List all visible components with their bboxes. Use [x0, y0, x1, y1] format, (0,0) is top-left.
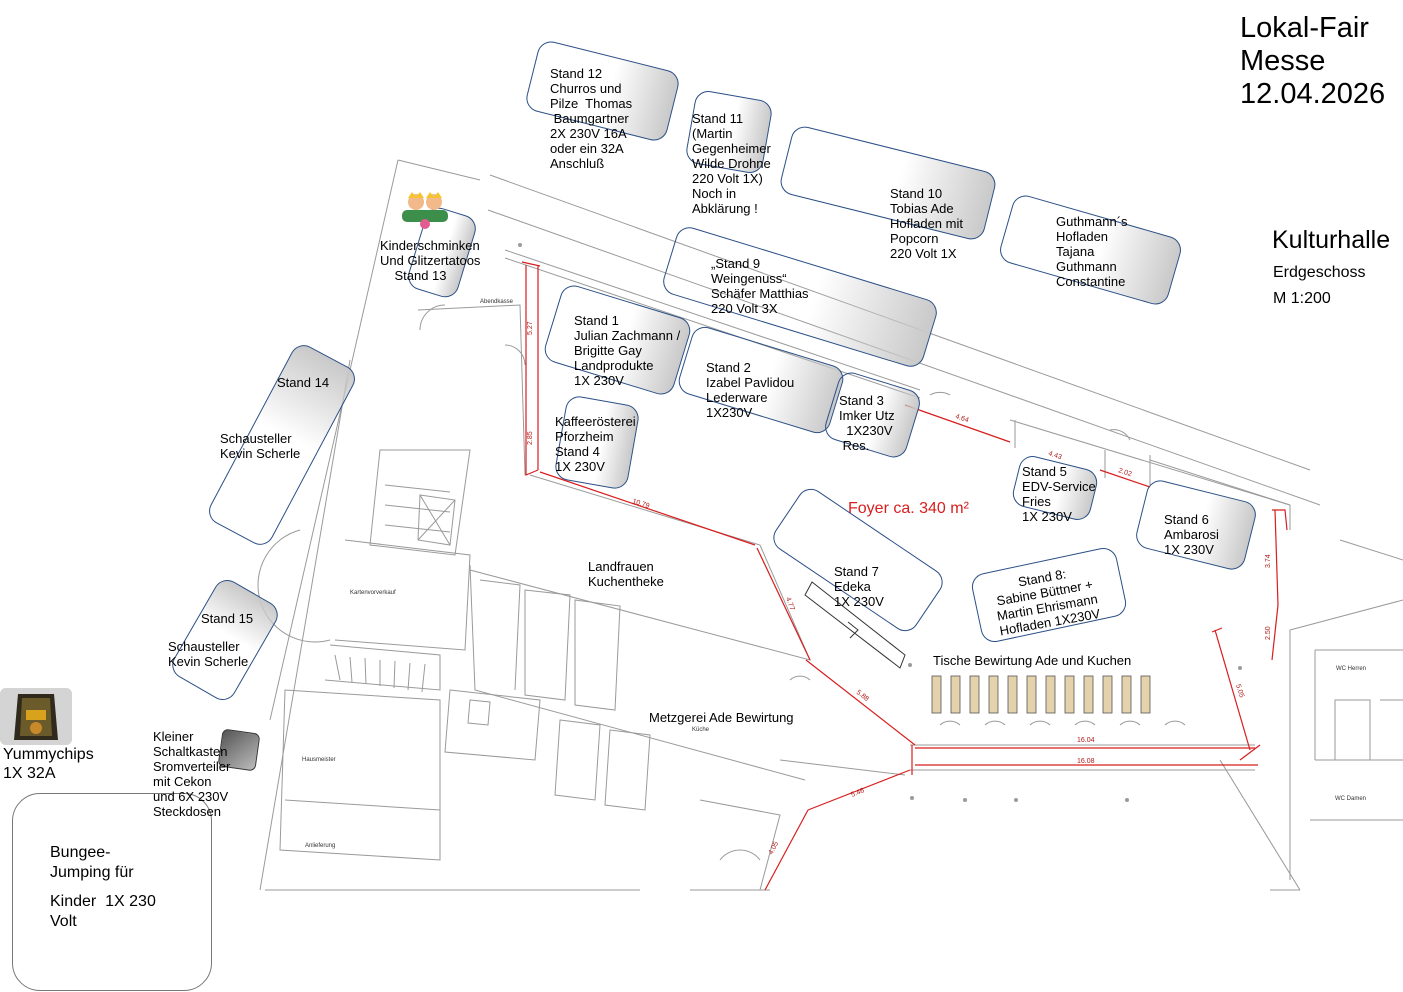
dimension-label: 5.05	[1234, 683, 1245, 698]
event-title: Lokal-Fair Messe 12.04.2026	[1240, 12, 1385, 111]
dimension-label: 2.50	[1265, 626, 1272, 640]
stand-15-label: Schausteller Kevin Scherle	[168, 639, 249, 669]
dimension-label: 3.74	[1265, 554, 1272, 568]
stand-2-label: Stand 2 Izabel Pavlidou Lederware 1X230V	[706, 360, 795, 420]
dimension-label: 2.02	[1117, 467, 1132, 478]
stand-14-label: Schausteller Kevin Scherle	[220, 431, 301, 461]
dimension-label: 10.79	[631, 498, 650, 510]
table-row-graphic	[931, 675, 1151, 714]
metzgerei-label: Metzgerei Ade Bewirtung	[649, 710, 794, 725]
yummychips-logo-graphic	[0, 688, 72, 745]
hall-name: Kulturhalle	[1272, 226, 1391, 254]
kartenvorverkauf-label: Kartenvorverkauf	[350, 590, 396, 596]
dimension-label: 4.64	[954, 413, 969, 424]
konfetti-logo	[400, 190, 450, 230]
landfrauen-label: Landfrauen Kuchentheke	[588, 559, 664, 589]
dimension-label: 5.88	[855, 689, 870, 703]
stand-12-label: Stand 12 Churros und Pilze Thomas Baumga…	[550, 66, 633, 171]
stand-15-title: Stand 15	[201, 611, 254, 626]
dimension-label: 4.43	[1047, 450, 1062, 461]
yummychips-logo	[0, 688, 72, 745]
stand-10-label: Stand 10 Tobias Ade Hofladen mit Popcorn…	[890, 186, 963, 261]
bungee-label-top: Bungee- Jumping für	[50, 844, 134, 881]
anlieferung-label: Anlieferung	[305, 843, 336, 849]
foyer-area-label: Foyer ca. 340 m²	[848, 500, 969, 517]
dimension-label: 5.27	[527, 321, 534, 335]
plan-walls	[257, 159, 1403, 891]
stand-1-label: Stand 1 Julian Zachmann / Brigitte Gay L…	[574, 313, 681, 388]
tische-label: Tische Bewirtung Ade und Kuchen	[933, 653, 1132, 668]
bungee-label-bottom: Kinder 1X 230 Volt	[50, 893, 156, 930]
dimension-lines	[521, 261, 1288, 891]
bungee-jumping-box[interactable]	[12, 793, 212, 991]
scale-label: M 1:200	[1273, 290, 1331, 307]
title-line: Lokal-Fair	[1240, 12, 1369, 44]
dimension-labels: 5.27 2.85 10.79 4.77 5.88 5.46 4.05 4.64…	[527, 321, 1272, 856]
schaltkasten-label: Kleiner Schaltkasten Sromverteiler mit C…	[153, 729, 231, 819]
stand-9-label: „Stand 9 Weingenuss“ Schäfer Matthias 22…	[711, 256, 809, 316]
hausmeister-label: Hausmeister	[302, 757, 336, 763]
stand-11-label: Stand 11 (Martin Gegenheimer Wilde Drohn…	[692, 111, 771, 216]
stand-6-label: Stand 6 Ambarosi 1X 230V	[1164, 512, 1219, 557]
wc-herren-label: WC Herren	[1336, 666, 1367, 672]
stand-7-label: Stand 7 Edeka 1X 230V	[834, 564, 884, 609]
dimension-label: 4.05	[768, 841, 781, 856]
stand-13-label: Kinderschminken Und Glitzertatoos Stand …	[380, 238, 481, 283]
floor-label: Erdgeschoss	[1273, 264, 1366, 281]
konfetti-logo-graphic	[402, 192, 448, 229]
title-line: Messe	[1240, 45, 1326, 77]
dimension-label: 16.08	[1077, 758, 1095, 765]
dimension-label: 5.46	[850, 787, 865, 799]
dimension-label: 4.77	[784, 596, 795, 611]
guthmann-label: Guthmann´s Hofladen Tajana Guthmann Cons…	[1056, 214, 1128, 289]
stand-3-label: Stand 3 Imker Utz 1X230V Res.	[839, 393, 895, 453]
stand-4-label: Kaffeerösterei Pforzheim Stand 4 1X 230V	[555, 414, 636, 474]
abendkasse-label: Abendkasse	[480, 299, 514, 305]
event-date: 12.04.2026	[1240, 78, 1386, 110]
plan-dots	[518, 243, 1242, 802]
dimension-label: 16.04	[1077, 737, 1095, 744]
yummychips-label: Yummychips 1X 32A	[3, 746, 94, 782]
dimension-label: 2.85	[527, 431, 534, 445]
wc-damen-label: WC Damen	[1335, 796, 1367, 802]
stand-5-label: Stand 5 EDV-Service Fries 1X 230V	[1022, 464, 1096, 524]
kueche-label: Küche	[692, 727, 710, 733]
stand-14-title: Stand 14	[277, 375, 330, 390]
